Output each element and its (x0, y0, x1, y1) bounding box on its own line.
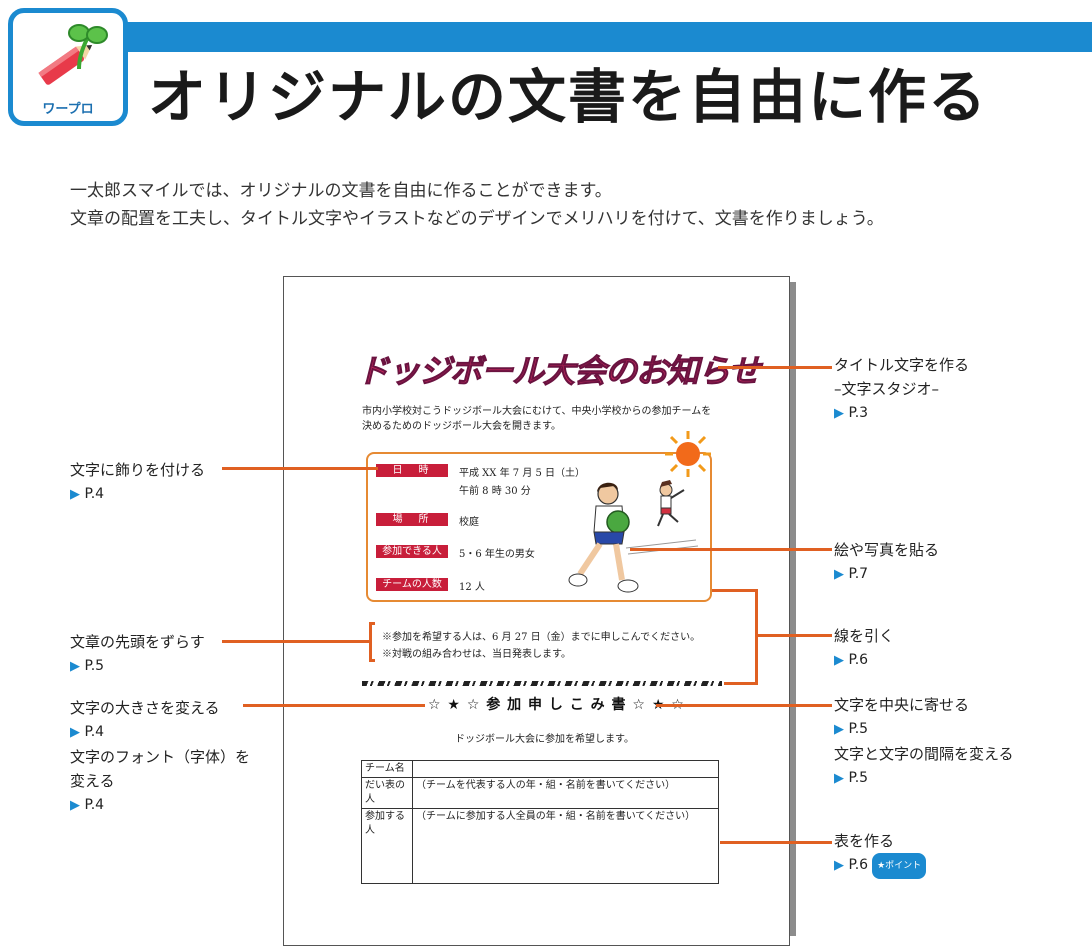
callout-line-size (243, 704, 425, 707)
decorative-line (362, 681, 722, 686)
callout-line-decorate (222, 467, 378, 470)
info-label-place: 場 所 (376, 513, 448, 526)
table-cell-value: （チームに参加する人全員の年・組・名前を書いてください） (412, 808, 719, 884)
callout-table: 表を作る ▶ P.6★ポイント (834, 829, 927, 879)
indent-bracket (369, 622, 375, 662)
table-cell-label: だい表の人 (361, 777, 413, 809)
logo-label: ワープロ (42, 102, 94, 117)
callout-decorate: 文字に飾りを付ける ▶ P.4 (70, 458, 205, 507)
sun-icon (665, 431, 711, 477)
info-value-time: 午前 8 時 30 分 (459, 486, 531, 497)
callout-line-center (656, 704, 832, 707)
info-value-datetime: 平成 XX 年 7 月 5 日（土） (459, 468, 586, 479)
dodgeball-kids-illustration (568, 480, 699, 593)
info-value-team-size: 12 人 (459, 582, 485, 593)
callout-line-box-top (712, 589, 758, 592)
table-cell-value (412, 760, 719, 778)
page-ref-link[interactable]: ▶ P.6★ポイント (834, 853, 927, 879)
point-badge: ★ポイント (872, 853, 927, 879)
application-table: チーム名 だい表の人 （チームを代表する人の年・組・名前を書いてください） 参加… (361, 760, 719, 884)
wordprocessor-logo: ワープロ (8, 8, 128, 126)
callout-line-picture (630, 548, 832, 551)
table-cell-label: 参加する人 (361, 808, 413, 884)
document-intro-line-1: 市内小学校対こうドッジボール大会にむけて、中央小学校からの参加チームを (362, 406, 712, 417)
table-row: チーム名 (361, 760, 719, 778)
callout-center: 文字を中央に寄せる ▶ P.5 文字と文字の間隔を変える ▶ P.5 (834, 693, 1014, 791)
callout-line-table (720, 841, 832, 844)
page-ref-link[interactable]: ▶ P.7 (834, 566, 869, 582)
callout-line-line (758, 634, 832, 637)
document-title: ドッジボール大会のお知らせ (356, 352, 760, 391)
document-intro-line-2: 決めるためのドッジボール大会を開きます。 (362, 421, 561, 432)
callout-line-box-bottom (724, 682, 758, 685)
table-row: だい表の人 （チームを代表する人の年・組・名前を書いてください） (361, 777, 719, 809)
callout-indent: 文章の先頭をずらす ▶ P.5 (70, 630, 205, 679)
intro-line-1: 一太郎スマイルでは、オリジナルの文書を自由に作ることができます。 (70, 181, 612, 201)
note-line-2: ※対戦の組み合わせは、当日発表します。 (382, 649, 571, 660)
page-ref-link[interactable]: ▶ P.4 (70, 724, 105, 740)
callout-line: 線を引く ▶ P.6 (834, 624, 894, 673)
application-subtitle: ドッジボール大会に参加を希望します。 (455, 734, 634, 745)
table-row: 参加する人 （チームに参加する人全員の年・組・名前を書いてください） (361, 808, 719, 884)
callout-line-box-vertical (755, 589, 758, 685)
info-label-datetime: 日 時 (376, 464, 448, 477)
info-value-place: 校庭 (459, 517, 479, 528)
page-ref-link[interactable]: ▶ P.4 (70, 486, 105, 502)
callout-size-font: 文字の大きさを変える ▶ P.4 文字のフォント（字体）を 変える ▶ P.4 (70, 696, 250, 818)
page-ref-link[interactable]: ▶ P.4 (70, 797, 105, 813)
event-info-box (366, 452, 712, 602)
intro-line-2: 文章の配置を工夫し、タイトル文字やイラストなどのデザインでメリハリを付けて、文書… (70, 209, 884, 229)
header-band (112, 22, 1092, 52)
page-ref-link[interactable]: ▶ P.5 (834, 770, 869, 786)
table-cell-label: チーム名 (361, 760, 413, 778)
note-line-1: ※参加を希望する人は、6 月 27 日（金）までに申しこんでください。 (382, 632, 701, 643)
callout-picture: 絵や写真を貼る ▶ P.7 (834, 538, 939, 587)
pencil-sprout-icon (38, 24, 108, 85)
page-ref-link[interactable]: ▶ P.5 (70, 658, 105, 674)
callout-line-indent (222, 640, 370, 643)
application-title: ☆ ★ ☆ 参 加 申 し こ み 書 ☆ ★ ☆ (428, 697, 685, 713)
info-label-team-size: チームの人数 (376, 578, 448, 591)
info-label-participants: 参加できる人 (376, 545, 448, 558)
page-title: オリジナルの文書を自由に作る (148, 63, 989, 131)
page-ref-link[interactable]: ▶ P.3 (834, 405, 869, 421)
info-value-participants: 5・6 年生の男女 (459, 549, 535, 560)
document-shadow (789, 282, 796, 936)
page-ref-link[interactable]: ▶ P.5 (834, 721, 869, 737)
callout-title-text: タイトル文字を作る –文字スタジオ– ▶ P.3 (834, 353, 969, 426)
page-ref-link[interactable]: ▶ P.6 (834, 652, 869, 668)
table-cell-value: （チームを代表する人の年・組・名前を書いてください） (412, 777, 719, 809)
callout-line-title (718, 366, 832, 369)
